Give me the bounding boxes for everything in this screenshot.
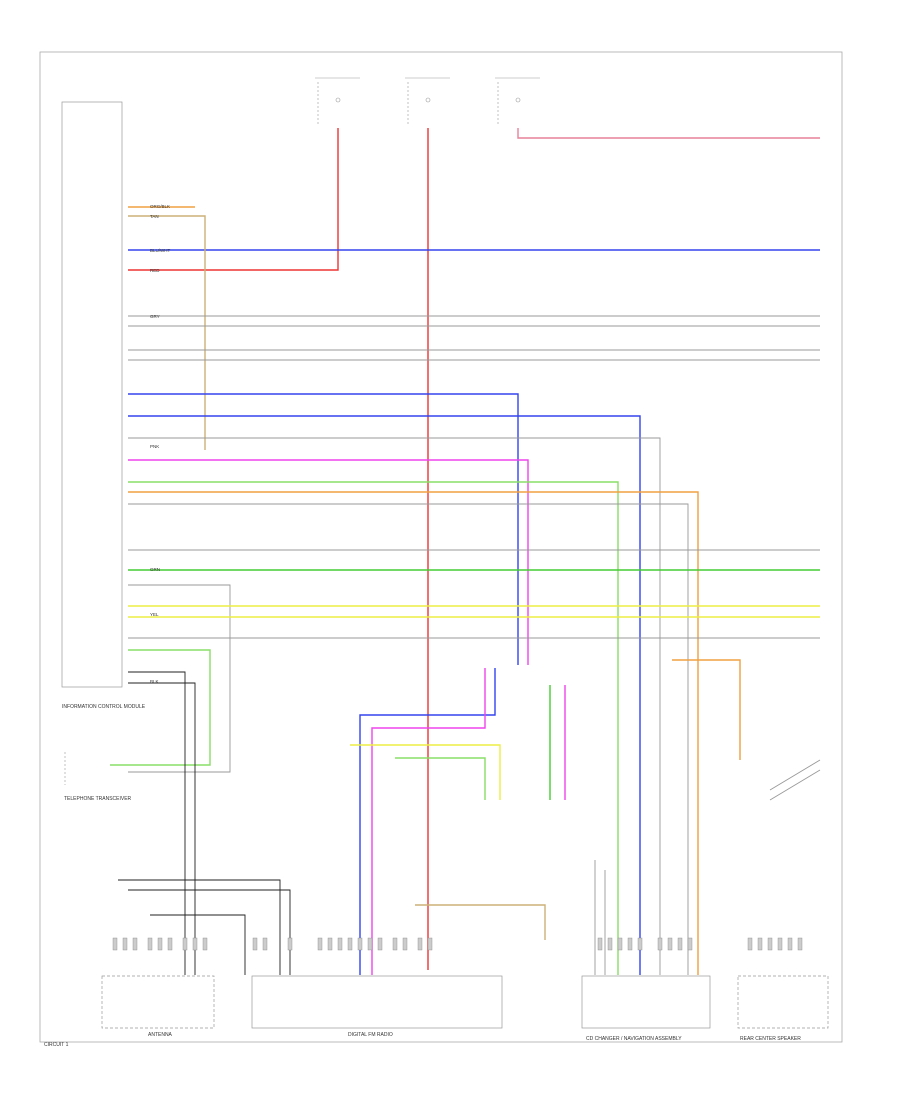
connector-pin: [262, 937, 268, 951]
connector-pin: [327, 937, 333, 951]
connector-pin: [147, 937, 153, 951]
connector-pin: [192, 937, 198, 951]
connector-pin: [122, 937, 128, 951]
wire-black-24: [128, 671, 186, 975]
connector-pin: [757, 937, 763, 951]
wire-label-black: BLK: [150, 679, 159, 684]
wire-light_green-14: [128, 481, 619, 975]
wire-label-yellow: YEL: [150, 612, 159, 617]
wire-tan-5: [128, 215, 206, 450]
wire-black-37: [128, 889, 291, 975]
cd-changer-box: [581, 975, 711, 1029]
rear-speaker-box: [737, 975, 829, 1029]
connector-pin: [667, 937, 673, 951]
wire-blue-26: [359, 668, 496, 975]
telephone-label: TELEPHONE TRANSCEIVER: [64, 796, 132, 802]
antenna-label: ANTENNA: [148, 1032, 173, 1038]
wire-label-tan: TAN: [150, 214, 159, 219]
wire-magenta-27: [371, 668, 486, 975]
wire-orange-33: [672, 659, 741, 760]
connector-pin: [132, 937, 138, 951]
wire-label-gray: GRY: [150, 314, 160, 319]
connector-pin: [747, 937, 753, 951]
connector-pin: [797, 937, 803, 951]
connector-pin: [157, 937, 163, 951]
radio-label: DIGITAL FM RADIO: [348, 1032, 393, 1038]
connector-pin: [637, 937, 643, 951]
connector-pin: [787, 937, 793, 951]
connector-pin: [347, 937, 353, 951]
wire-gray-34: [769, 759, 821, 791]
wire-gray-16: [128, 503, 689, 975]
connector-pin: [112, 937, 118, 951]
rear-speaker-label: REAR CENTER SPEAKER: [740, 1036, 801, 1042]
control-module: INFORMATION CONTROL MODULE: [61, 101, 146, 710]
wire-magenta-13: [128, 459, 529, 665]
connector-pin: [427, 937, 433, 951]
connector-pin: [377, 937, 383, 951]
wire-gray-35: [769, 769, 821, 801]
cd-changer-label: CD CHANGER / NAVIGATION ASSEMBLY: [586, 1036, 682, 1042]
wire-gray-19: [128, 584, 231, 773]
wire-label-orange: ORG/BLK: [150, 204, 170, 209]
wire-blue-10: [128, 393, 519, 665]
connector-pin: [617, 937, 623, 951]
connector-pin: [317, 937, 323, 951]
connector-pin: [357, 937, 363, 951]
diagram-border: [39, 51, 843, 1043]
control-module-label: INFORMATION CONTROL MODULE: [62, 704, 146, 710]
wire-blue-11: [128, 415, 641, 975]
connector-pin: [657, 937, 663, 951]
wire-label-blue: BLU/WHT: [150, 248, 171, 253]
connector-pin: [687, 937, 693, 951]
connector-pin: [417, 937, 423, 951]
wire-yellow-28: [350, 744, 501, 800]
connector-pin: [677, 937, 683, 951]
connector-pin: [202, 937, 208, 951]
wire-red-0: [128, 128, 339, 271]
telephone-transceiver: TELEPHONE TRANSCEIVER: [64, 752, 132, 802]
connector-pin: [337, 937, 343, 951]
wire-pink-2: [517, 128, 820, 139]
connector-pin: [252, 937, 258, 951]
wire-light_green-23: [110, 649, 211, 766]
wire-black-36: [118, 879, 281, 975]
wire-orange-15: [128, 491, 699, 975]
connector-pin: [627, 937, 633, 951]
connector-pin: [392, 937, 398, 951]
connector-pin: [367, 937, 373, 951]
fuse-block: [315, 77, 540, 125]
wire-black-38: [150, 914, 246, 975]
wire-gray-12: [128, 437, 661, 975]
wire-black-25: [128, 682, 196, 975]
wire-light_green-29: [395, 757, 486, 800]
wire-tan-30: [415, 904, 546, 940]
connector-pin: [402, 937, 408, 951]
connector-pins: [112, 937, 803, 951]
connector-pin: [182, 937, 188, 951]
footer-label: CIRCUIT 1: [44, 1042, 69, 1048]
radio-box: [251, 975, 503, 1029]
connector-pin: [767, 937, 773, 951]
antenna-box: [101, 975, 215, 1029]
connector-pin: [607, 937, 613, 951]
connector-pin: [597, 937, 603, 951]
wire-legend: RED BLU/WHT GRN YEL GRY PNK ORG/BLK TAN …: [150, 204, 171, 684]
wire-label-green: GRN: [150, 567, 160, 572]
connector-pin: [287, 937, 293, 951]
connector-pin: [777, 937, 783, 951]
wire-label-red: RED: [150, 268, 160, 273]
connector-pin: [167, 937, 173, 951]
wire-label-pink: PNK: [150, 444, 159, 449]
wire-layer: [110, 128, 821, 975]
